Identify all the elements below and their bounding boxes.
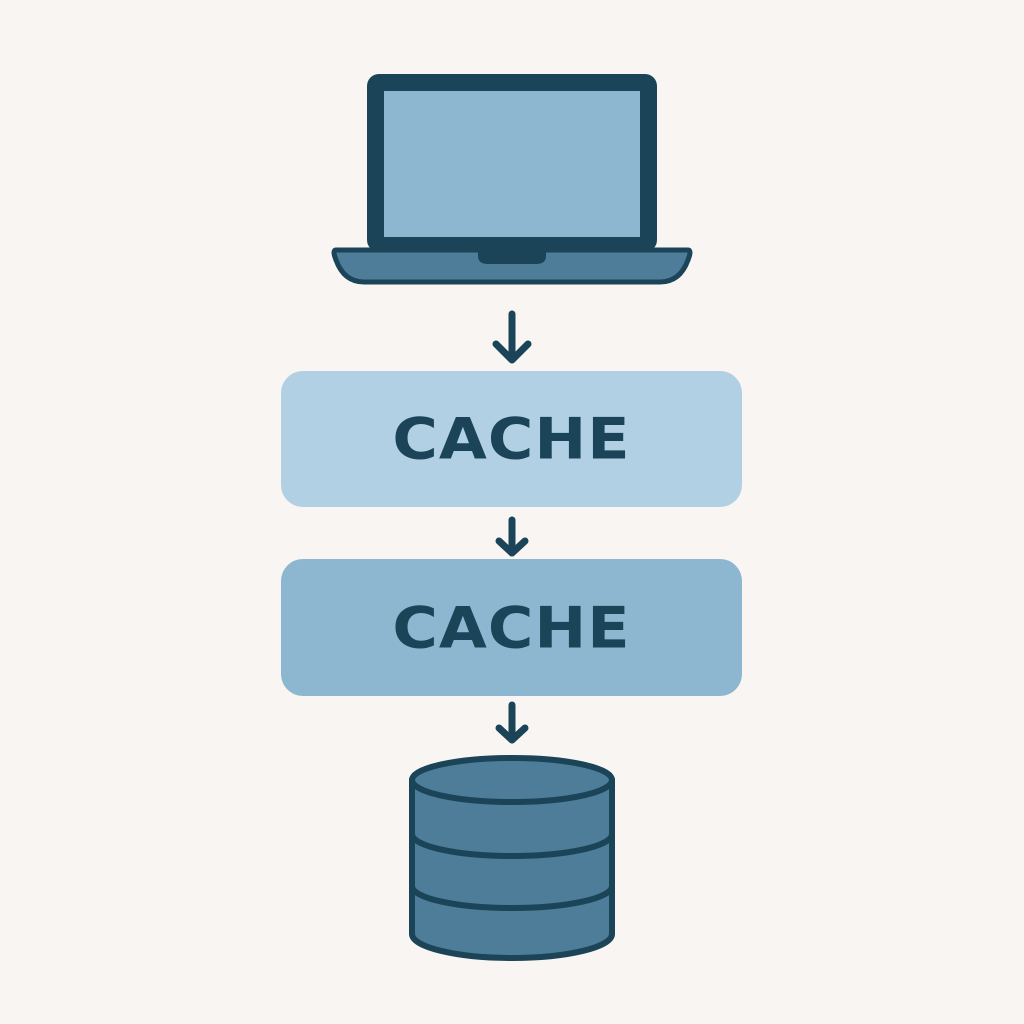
laptop-base: [331, 247, 693, 285]
laptop-screen: [384, 91, 640, 237]
arrow-down-icon: [495, 516, 529, 557]
database-divider: [409, 885, 615, 911]
cache-label-2: CACHE: [392, 593, 631, 661]
arrow-down-icon: [495, 701, 529, 744]
database-icon: [409, 755, 615, 961]
database-top: [409, 755, 615, 805]
cache-node-2: CACHE: [281, 559, 742, 696]
laptop-notch: [478, 250, 546, 264]
cache-node-1: CACHE: [281, 371, 742, 507]
database-divider: [409, 833, 615, 859]
cache-label-1: CACHE: [392, 404, 631, 473]
laptop-icon: [331, 74, 693, 285]
arrow-down-icon: [492, 310, 532, 364]
database-body: [409, 777, 615, 961]
